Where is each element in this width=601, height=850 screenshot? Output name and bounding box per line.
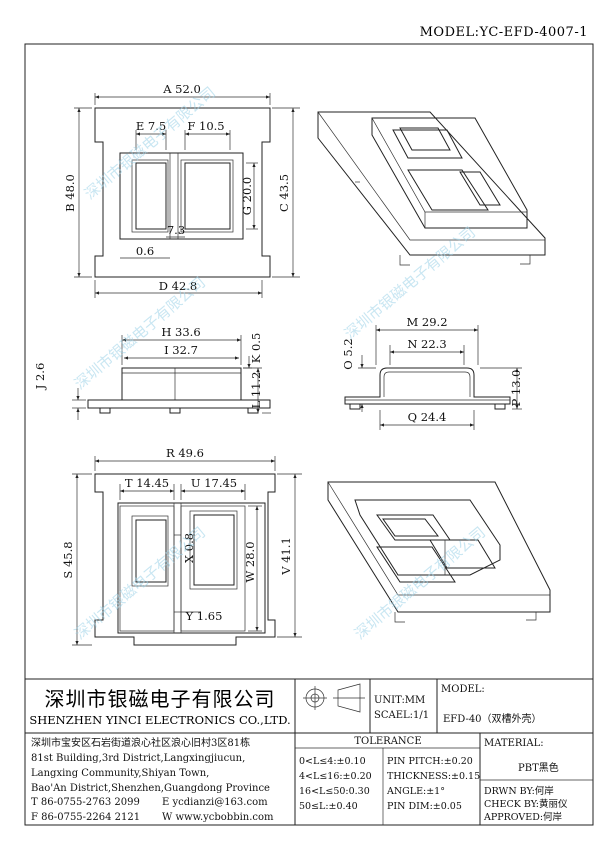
address-en-3: Bao'An District,Shenzhen,Guangdong Provi…	[31, 783, 270, 794]
unit-text: UNIT:MM	[374, 695, 425, 706]
dim-k: K 0.5	[249, 333, 263, 364]
check-by: CHECK BY:黄丽仪	[484, 798, 568, 810]
tol-row: 16<L≤50:0.30	[299, 786, 370, 797]
dim-g: G 20.0	[240, 177, 254, 215]
dim-d: D 42.8	[159, 279, 197, 293]
tol-row: 4<L≤16:±0.20	[299, 771, 372, 782]
pin-row: ANGLE:±1°	[386, 786, 445, 797]
material-label: MATERIAL:	[484, 738, 544, 749]
model-code: MODEL:YC-EFD-4007-1	[420, 25, 588, 40]
dim-q: Q 24.4	[408, 410, 447, 424]
dim-x: X 0.8	[182, 533, 196, 563]
dim-e: E 7.5	[136, 119, 166, 133]
address-en-2: Langxing Community,Shiyan Town,	[31, 768, 209, 779]
address-cn: 深圳市宝安区石岩街道浪心社区浪心旧村3区81栋	[31, 736, 250, 749]
side-view: H 33.6 I 32.7 J 2.6 K 0.5 L 11.2	[33, 325, 271, 420]
pin-row: PIN DIM:±0.05	[387, 801, 462, 812]
dim-o: O 5.2	[341, 338, 355, 369]
front-view: M 29.2 N 22.3 O 5.2 P 13.0 Q 24.4	[341, 315, 523, 430]
bottom-view: R 49.6 T 14.45 U 17.45 S 45.8 V 41.1 W 2…	[61, 446, 302, 646]
dim-c: C 43.5	[277, 174, 291, 212]
svg-text:深圳市银磁电子有限公司: 深圳市银磁电子有限公司	[81, 83, 219, 203]
top-view: A 52.0 E 7.5 F 10.5 B 48.0 C 43.5 G 20.0…	[63, 82, 300, 298]
address-en-1: 81st Building,3rd District,Langxingjiucu…	[31, 753, 245, 764]
dim-p: P 13.0	[509, 370, 523, 407]
projection-symbol-icon	[303, 683, 365, 713]
svg-text:深圳市银磁电子有限公司: 深圳市银磁电子有限公司	[71, 523, 209, 643]
approved-by: APPROVED:何岸	[483, 811, 563, 823]
dim-0-6: 0.6	[136, 244, 154, 258]
dim-n: N 22.3	[407, 337, 446, 351]
dim-l: L 11.2	[249, 372, 263, 409]
dim-s: S 45.8	[61, 541, 75, 578]
iso-view-bottom	[327, 481, 551, 623]
drawn-by: DRWN BY:何岸	[484, 785, 554, 797]
dim-a: A 52.0	[162, 82, 201, 96]
dim-w: W 28.0	[243, 541, 257, 582]
dim-v: V 41.1	[279, 537, 293, 576]
fax-text: F 86-0755-2264 2121	[31, 812, 140, 823]
pin-row: THICKNESS:±0.15	[387, 771, 480, 782]
tol-row: 50≤L:±0.40	[299, 801, 358, 812]
dim-f: F 10.5	[187, 119, 224, 133]
tel-text: T 86-0755-2763 2099	[31, 797, 140, 808]
pin-row: PIN PITCH:±0.20	[387, 756, 473, 767]
scale-text: SCAEL:1/1	[374, 710, 429, 721]
dim-m: M 29.2	[406, 315, 447, 329]
dim-y: Y 1.65	[185, 609, 223, 623]
company-name-en: SHENZHEN YINCI ELECTRONICS CO.,LTD.	[29, 713, 290, 727]
title-block: 深圳市银磁电子有限公司 SHENZHEN YINCI ELECTRONICS C…	[24, 678, 594, 826]
tol-row: 0<L≤4:±0.10	[299, 756, 366, 767]
model-value: EFD-40（双槽外壳）	[443, 712, 542, 725]
dim-h: H 33.6	[161, 325, 200, 339]
model-label: MODEL:	[441, 684, 485, 695]
svg-text:深圳市银磁电子有限公司: 深圳市银磁电子有限公司	[351, 523, 489, 643]
email-text: E ycdianzi@163.com	[162, 797, 268, 808]
dim-r: R 49.6	[166, 446, 204, 460]
company-name-cn: 深圳市银磁电子有限公司	[45, 687, 276, 711]
dim-t: T 14.45	[125, 476, 169, 490]
dim-b: B 48.0	[63, 174, 77, 212]
tolerance-title: TOLERANCE	[354, 736, 421, 747]
dim-u: U 17.45	[191, 476, 237, 490]
dim-7-3: 7.3	[167, 223, 185, 237]
web-text: W www.ycbobbin.com	[162, 812, 274, 823]
dim-i: I 32.7	[164, 343, 198, 357]
dim-j: J 2.6	[33, 363, 47, 391]
material-value: PBT黑色	[518, 761, 559, 774]
iso-view-top	[317, 111, 546, 266]
